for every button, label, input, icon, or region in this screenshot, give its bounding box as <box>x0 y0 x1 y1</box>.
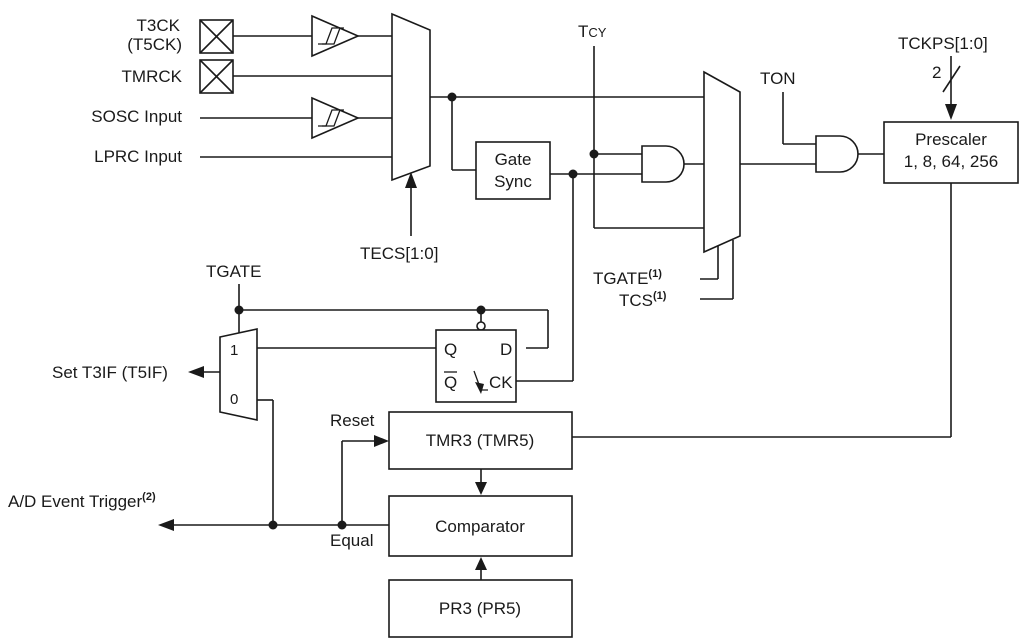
prescaler-label: Prescaler <box>915 130 987 149</box>
and-gate-gating <box>641 145 685 183</box>
reset-label: Reset <box>330 411 375 430</box>
tmrck-pin <box>199 59 234 94</box>
output-mux-in1: 1 <box>230 342 238 359</box>
tckps-label: TCKPS[1:0] <box>898 34 988 53</box>
comparator-block <box>388 495 573 557</box>
ff-q-label: Q <box>444 340 457 359</box>
tmrck-label: TMRCK <box>122 67 183 86</box>
tcs-label: TCS(1) <box>619 290 667 310</box>
clock-source-mux <box>391 12 431 182</box>
t3ck-label: T3CK <box>137 16 181 35</box>
and-gate-enable <box>815 135 859 173</box>
tckps-width-label: 2 <box>932 63 941 82</box>
gate-sync-label-2: Sync <box>494 172 532 191</box>
t3ck-pin <box>199 19 234 54</box>
ff-ck-label: CK <box>489 373 513 392</box>
ff-d-label: D <box>500 340 512 359</box>
prescaler-ratios: 1, 8, 64, 256 <box>904 152 999 171</box>
ff-qbar-label: Q <box>444 373 457 392</box>
schmitt-buffer-1 <box>311 14 361 58</box>
lprc-input-label: LPRC Input <box>94 147 182 166</box>
gate-sync-label-1: Gate <box>495 150 532 169</box>
t5ck-label: (T5CK) <box>127 35 182 54</box>
tmr-label: TMR3 (TMR5) <box>426 431 535 450</box>
sosc-input-label: SOSC Input <box>91 107 182 126</box>
set-flag-label: Set T3IF (T5IF) <box>52 363 168 382</box>
schmitt-buffer-2 <box>311 96 361 140</box>
tgate-label: TGATE <box>206 262 261 281</box>
comparator-label: Comparator <box>435 517 525 536</box>
clock-select-mux <box>703 70 741 254</box>
d-flip-flop <box>435 329 517 403</box>
ton-label: TON <box>760 69 796 88</box>
gate-sync-block <box>475 141 551 200</box>
tmr-register <box>388 411 573 470</box>
ad-trigger-label: A/D Event Trigger(2) <box>8 491 156 511</box>
tgate-mux-label: TGATE(1) <box>593 268 662 288</box>
pr-label: PR3 (PR5) <box>439 599 521 618</box>
period-register <box>388 579 573 638</box>
tecs-label: TECS[1:0] <box>360 244 438 263</box>
equal-label: Equal <box>330 531 373 550</box>
output-mux-in0: 0 <box>230 391 238 408</box>
tcy-label: TCY <box>578 22 607 41</box>
output-mux <box>219 328 258 421</box>
